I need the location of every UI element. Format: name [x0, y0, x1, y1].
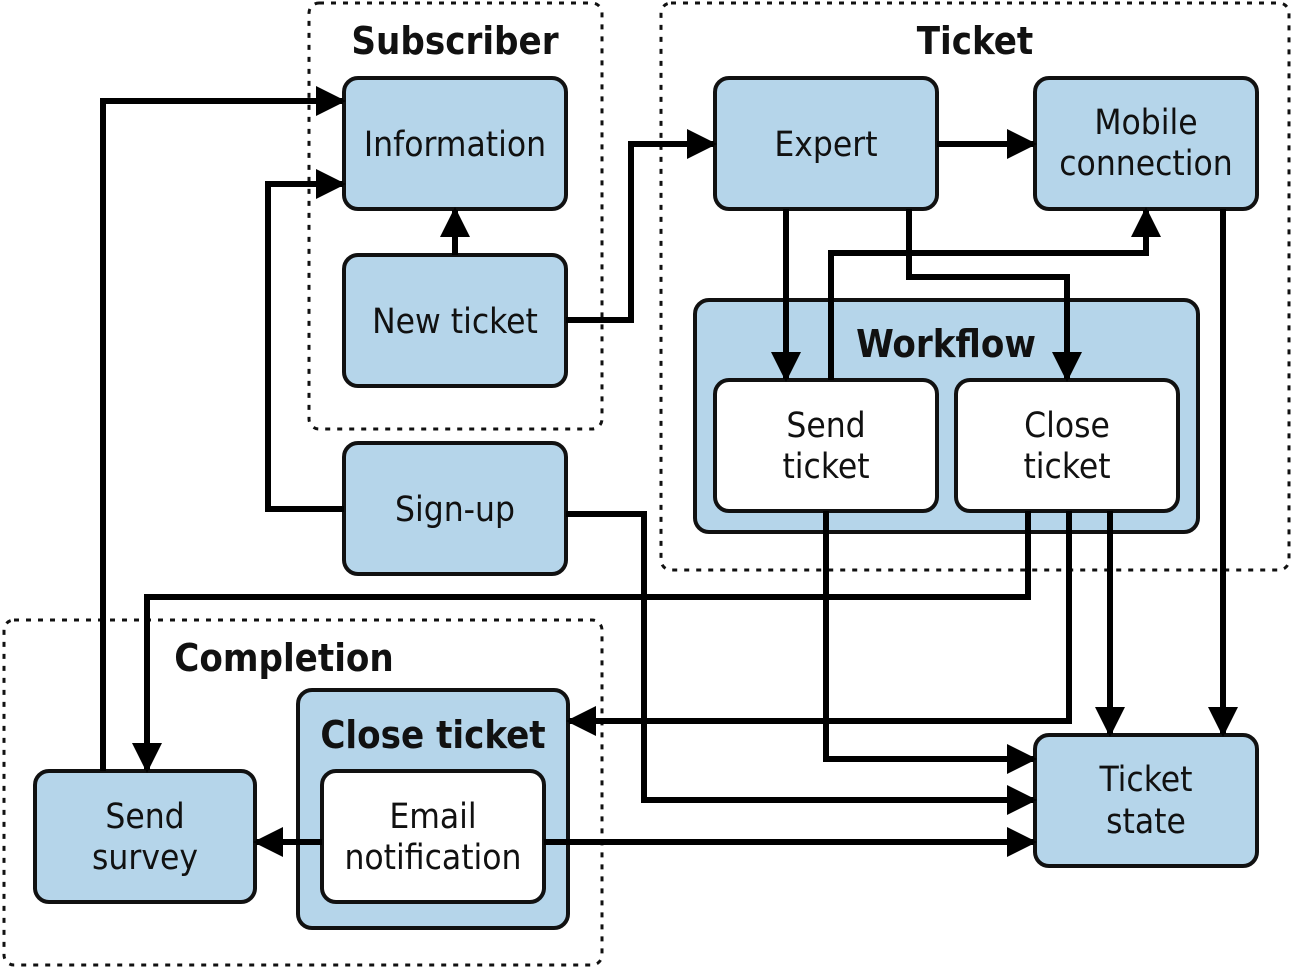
ticket-state-node: Ticket state	[1033, 733, 1259, 868]
new-ticket-node: New ticket	[342, 253, 568, 388]
close-ticket-workflow-label-line1: Close	[1024, 406, 1110, 446]
send-ticket-label-line2: ticket	[782, 447, 869, 487]
send-survey-label-line1: Send	[105, 797, 184, 837]
connectors	[100, 86, 1238, 857]
workflow-title: Workflow	[856, 322, 1036, 366]
expert-label: Expert	[774, 125, 877, 165]
subscriber-group: Subscriber	[307, 1, 604, 431]
send-ticket-node: Send ticket	[713, 378, 939, 513]
arrow-send-ticket-to-mobile-connection	[828, 207, 1161, 380]
mobile-connection-label-line1: Mobile	[1094, 103, 1197, 143]
arrow-new-ticket-to-expert	[566, 129, 717, 323]
sign-up-label: Sign-up	[395, 490, 515, 530]
arrow-sign-up-to-information	[265, 169, 346, 512]
information-node: Information	[342, 76, 568, 211]
subscriber-group-title: Subscriber	[351, 19, 558, 63]
arrow-close-ticket-to-completion-close-ticket	[566, 511, 1072, 736]
mobile-connection-node: Mobile connection	[1033, 76, 1259, 211]
arrow-send-ticket-to-ticket-state	[823, 511, 1037, 774]
arrow-send-survey-to-information	[100, 86, 346, 771]
close-ticket-workflow-node: Close ticket	[954, 378, 1180, 513]
completion-group: Completion	[2, 618, 604, 967]
arrow-expert-to-close-ticket	[906, 209, 1082, 382]
email-notification-label-line2: notification	[344, 838, 521, 878]
new-ticket-label: New ticket	[372, 302, 538, 342]
ticket-state-label-line1: Ticket	[1099, 760, 1193, 800]
close-ticket-workflow-label-line2: ticket	[1023, 447, 1110, 487]
send-survey-label-line2: survey	[92, 838, 198, 878]
ticket-group-title: Ticket	[917, 19, 1034, 63]
expert-node: Expert	[713, 76, 939, 211]
arrow-sign-up-to-ticket-state	[566, 511, 1037, 815]
close-ticket-container-title: Close ticket	[320, 713, 545, 757]
information-label: Information	[364, 125, 546, 165]
send-ticket-label-line1: Send	[786, 406, 865, 446]
sign-up-node: Sign-up	[342, 441, 568, 576]
email-notification-node: Email notification	[320, 769, 546, 904]
completion-group-title: Completion	[174, 636, 393, 680]
mobile-connection-label-line2: connection	[1059, 144, 1233, 184]
arrow-close-ticket-to-send-survey	[132, 511, 1031, 773]
email-notification-label-line1: Email	[389, 797, 476, 837]
send-survey-node: Send survey	[33, 769, 257, 904]
ticket-group: Ticket	[659, 1, 1291, 572]
ticket-state-label-line2: state	[1106, 802, 1186, 842]
